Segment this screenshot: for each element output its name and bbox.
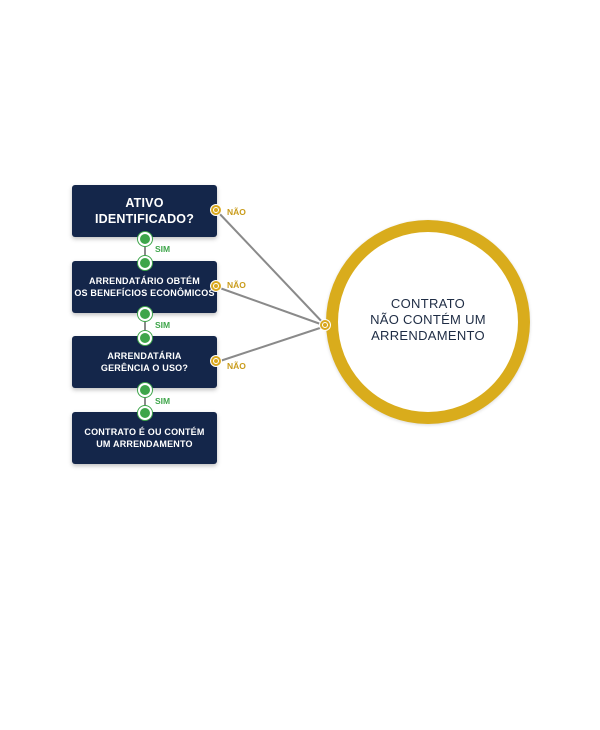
- outcome-node: [320, 320, 330, 330]
- yes-label-3: SIM: [155, 396, 171, 406]
- box-ativo-identificado: ATIVO IDENTIFICADO?: [72, 185, 217, 237]
- yes-node-1a: [138, 232, 152, 246]
- box-contem-arrendamento: CONTRATO É OU CONTÉM UM ARRENDAMENTO: [72, 412, 217, 464]
- no-node-1: [211, 205, 221, 215]
- no-label-3: NÃO: [227, 361, 246, 371]
- no-connector-3: [216, 325, 327, 363]
- outcome-text: CONTRATO NÃO CONTÉM UM ARRENDAMENTO: [370, 296, 486, 343]
- no-connector-2: [216, 286, 327, 327]
- no-node-3: [211, 356, 221, 366]
- yes-node-2b: [138, 331, 152, 345]
- no-connector-1: [216, 210, 327, 327]
- yes-label-2: SIM: [155, 320, 171, 330]
- yes-node-2a: [138, 307, 152, 321]
- no-node-2: [211, 281, 221, 291]
- yes-node-3a: [138, 383, 152, 397]
- yes-node-3b: [138, 406, 152, 420]
- no-label-1: NÃO: [227, 207, 246, 217]
- yes-node-1b: [138, 256, 152, 270]
- yes-label-1: SIM: [155, 244, 171, 254]
- box-beneficios-economicos: ARRENDATÁRIO OBTÉM OS BENEFÍCIOS ECONÔMI…: [72, 261, 217, 313]
- no-label-2: NÃO: [227, 280, 246, 290]
